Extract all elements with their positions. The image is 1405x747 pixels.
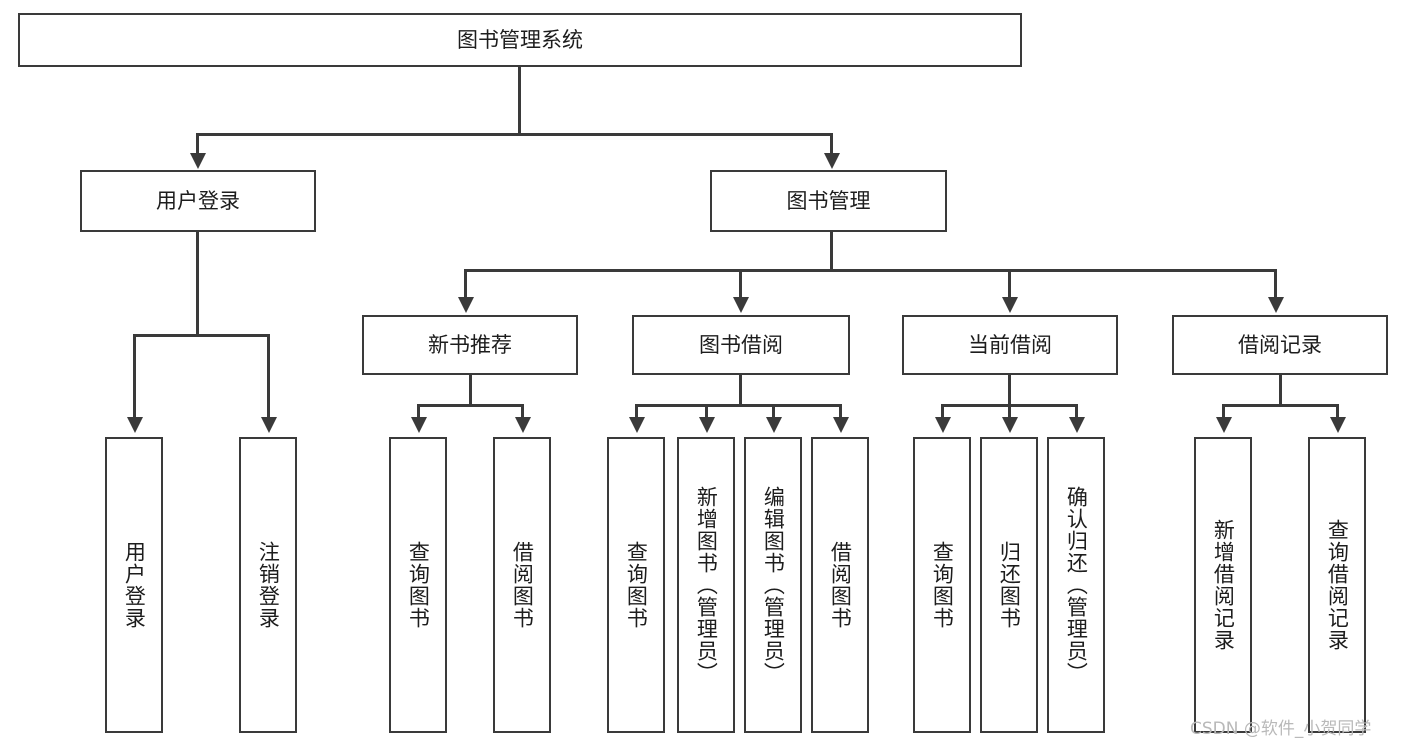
arrowhead-nbr-leaf-1 [515, 417, 531, 433]
connector-br-stem [1279, 375, 1282, 407]
arrowhead-leaf-logout [261, 417, 277, 433]
connector-bm-to-borrow-record [1274, 269, 1277, 299]
connector-bb-to-leaf-2 [772, 404, 775, 419]
connector-bb-to-leaf-1 [705, 404, 708, 419]
leaf-cb-return-book[interactable]: 归还图书 [980, 437, 1038, 733]
connector-nbr-stem [469, 375, 472, 407]
node-book-borrow[interactable]: 图书借阅 [632, 315, 850, 375]
node-user-login[interactable]: 用户登录 [80, 170, 316, 232]
connector-user-login-bus [133, 334, 269, 337]
connector-user-login-to-leaf-0 [133, 334, 136, 419]
connector-book-management-stem [830, 232, 833, 272]
arrowhead-user-login [190, 153, 206, 169]
connector-book-management-bus [464, 269, 1276, 272]
arrowhead-new-book-recommend [458, 297, 474, 313]
connector-bb-to-leaf-3 [839, 404, 842, 419]
connector-cb-to-leaf-0 [941, 404, 944, 419]
node-label: 当前借阅 [968, 332, 1052, 357]
connector-br-to-leaf-0 [1222, 404, 1225, 419]
arrowhead-leaf-user-login [127, 417, 143, 433]
node-label: 查询图书 [930, 541, 955, 629]
connector-cb-to-leaf-1 [1008, 404, 1011, 419]
node-label: 查询图书 [406, 541, 431, 629]
node-label: 借阅记录 [1238, 332, 1322, 357]
node-label: 借阅图书 [828, 541, 853, 629]
connector-user-login-stem [196, 232, 199, 336]
node-label: 归还图书 [997, 541, 1022, 629]
connector-root-stem [518, 67, 521, 135]
connector-br-bus [1222, 404, 1338, 407]
leaf-bb-add-book-admin[interactable]: 新增图书（管理员） [677, 437, 735, 733]
arrowhead-book-borrow [733, 297, 749, 313]
leaf-bb-query-book[interactable]: 查询图书 [607, 437, 665, 733]
arrowhead-bb-leaf-1 [699, 417, 715, 433]
arrowhead-book-management [824, 153, 840, 169]
node-label: 用户登录 [122, 541, 147, 629]
arrowhead-bb-leaf-3 [833, 417, 849, 433]
arrowhead-br-leaf-1 [1330, 417, 1346, 433]
leaf-br-query-record[interactable]: 查询借阅记录 [1308, 437, 1366, 733]
leaf-user-login[interactable]: 用户登录 [105, 437, 163, 733]
arrowhead-br-leaf-0 [1216, 417, 1232, 433]
arrowhead-cb-leaf-2 [1069, 417, 1085, 433]
csdn-watermark: CSDN @软件_小贺同学 [1190, 719, 1372, 739]
leaf-nbr-borrow-book[interactable]: 借阅图书 [493, 437, 551, 733]
node-borrow-record[interactable]: 借阅记录 [1172, 315, 1388, 375]
node-book-management[interactable]: 图书管理 [710, 170, 947, 232]
node-label: 查询图书 [624, 541, 649, 629]
leaf-br-add-record[interactable]: 新增借阅记录 [1194, 437, 1252, 733]
leaf-bb-borrow-book[interactable]: 借阅图书 [811, 437, 869, 733]
arrowhead-bb-leaf-2 [766, 417, 782, 433]
node-label: 注销登录 [256, 541, 281, 629]
connector-bm-to-current-borrow [1008, 269, 1011, 299]
node-label: 新书推荐 [428, 332, 512, 357]
node-label: 查询借阅记录 [1325, 519, 1350, 651]
connector-br-to-leaf-1 [1336, 404, 1339, 419]
arrowhead-borrow-record [1268, 297, 1284, 313]
connector-nbr-bus [417, 404, 523, 407]
connector-bb-to-leaf-0 [635, 404, 638, 419]
node-label: 编辑图书（管理员） [761, 486, 786, 684]
connector-nbr-to-leaf-1 [521, 404, 524, 419]
arrowhead-current-borrow [1002, 297, 1018, 313]
node-new-book-recommend[interactable]: 新书推荐 [362, 315, 578, 375]
connector-nbr-to-leaf-0 [417, 404, 420, 419]
node-label: 借阅图书 [510, 541, 535, 629]
arrowhead-cb-leaf-0 [935, 417, 951, 433]
node-label: 新增借阅记录 [1211, 519, 1236, 651]
leaf-nbr-query-book[interactable]: 查询图书 [389, 437, 447, 733]
connector-cb-stem [1008, 375, 1011, 407]
connector-bb-bus [635, 404, 841, 407]
connector-root-to-book-management [830, 133, 833, 155]
leaf-cb-query-book[interactable]: 查询图书 [913, 437, 971, 733]
connector-user-login-to-leaf-1 [267, 334, 270, 419]
leaf-logout[interactable]: 注销登录 [239, 437, 297, 733]
connector-bb-stem [739, 375, 742, 407]
connector-cb-to-leaf-2 [1075, 404, 1078, 419]
arrowhead-nbr-leaf-0 [411, 417, 427, 433]
leaf-cb-confirm-return-admin[interactable]: 确认归还（管理员） [1047, 437, 1105, 733]
leaf-bb-edit-book-admin[interactable]: 编辑图书（管理员） [744, 437, 802, 733]
arrowhead-cb-leaf-1 [1002, 417, 1018, 433]
node-label: 图书管理系统 [457, 27, 583, 52]
node-root-book-management-system[interactable]: 图书管理系统 [18, 13, 1022, 67]
connector-root-bus [196, 133, 832, 136]
node-label: 新增图书（管理员） [694, 486, 719, 684]
connector-bm-to-new-book [464, 269, 467, 299]
node-label: 用户登录 [156, 188, 240, 213]
connector-root-to-user-login [196, 133, 199, 155]
node-label: 确认归还（管理员） [1064, 486, 1089, 684]
arrowhead-bb-leaf-0 [629, 417, 645, 433]
node-label: 图书管理 [786, 188, 871, 213]
node-label: 图书借阅 [699, 332, 783, 357]
node-current-borrow[interactable]: 当前借阅 [902, 315, 1118, 375]
connector-bm-to-book-borrow [739, 269, 742, 299]
